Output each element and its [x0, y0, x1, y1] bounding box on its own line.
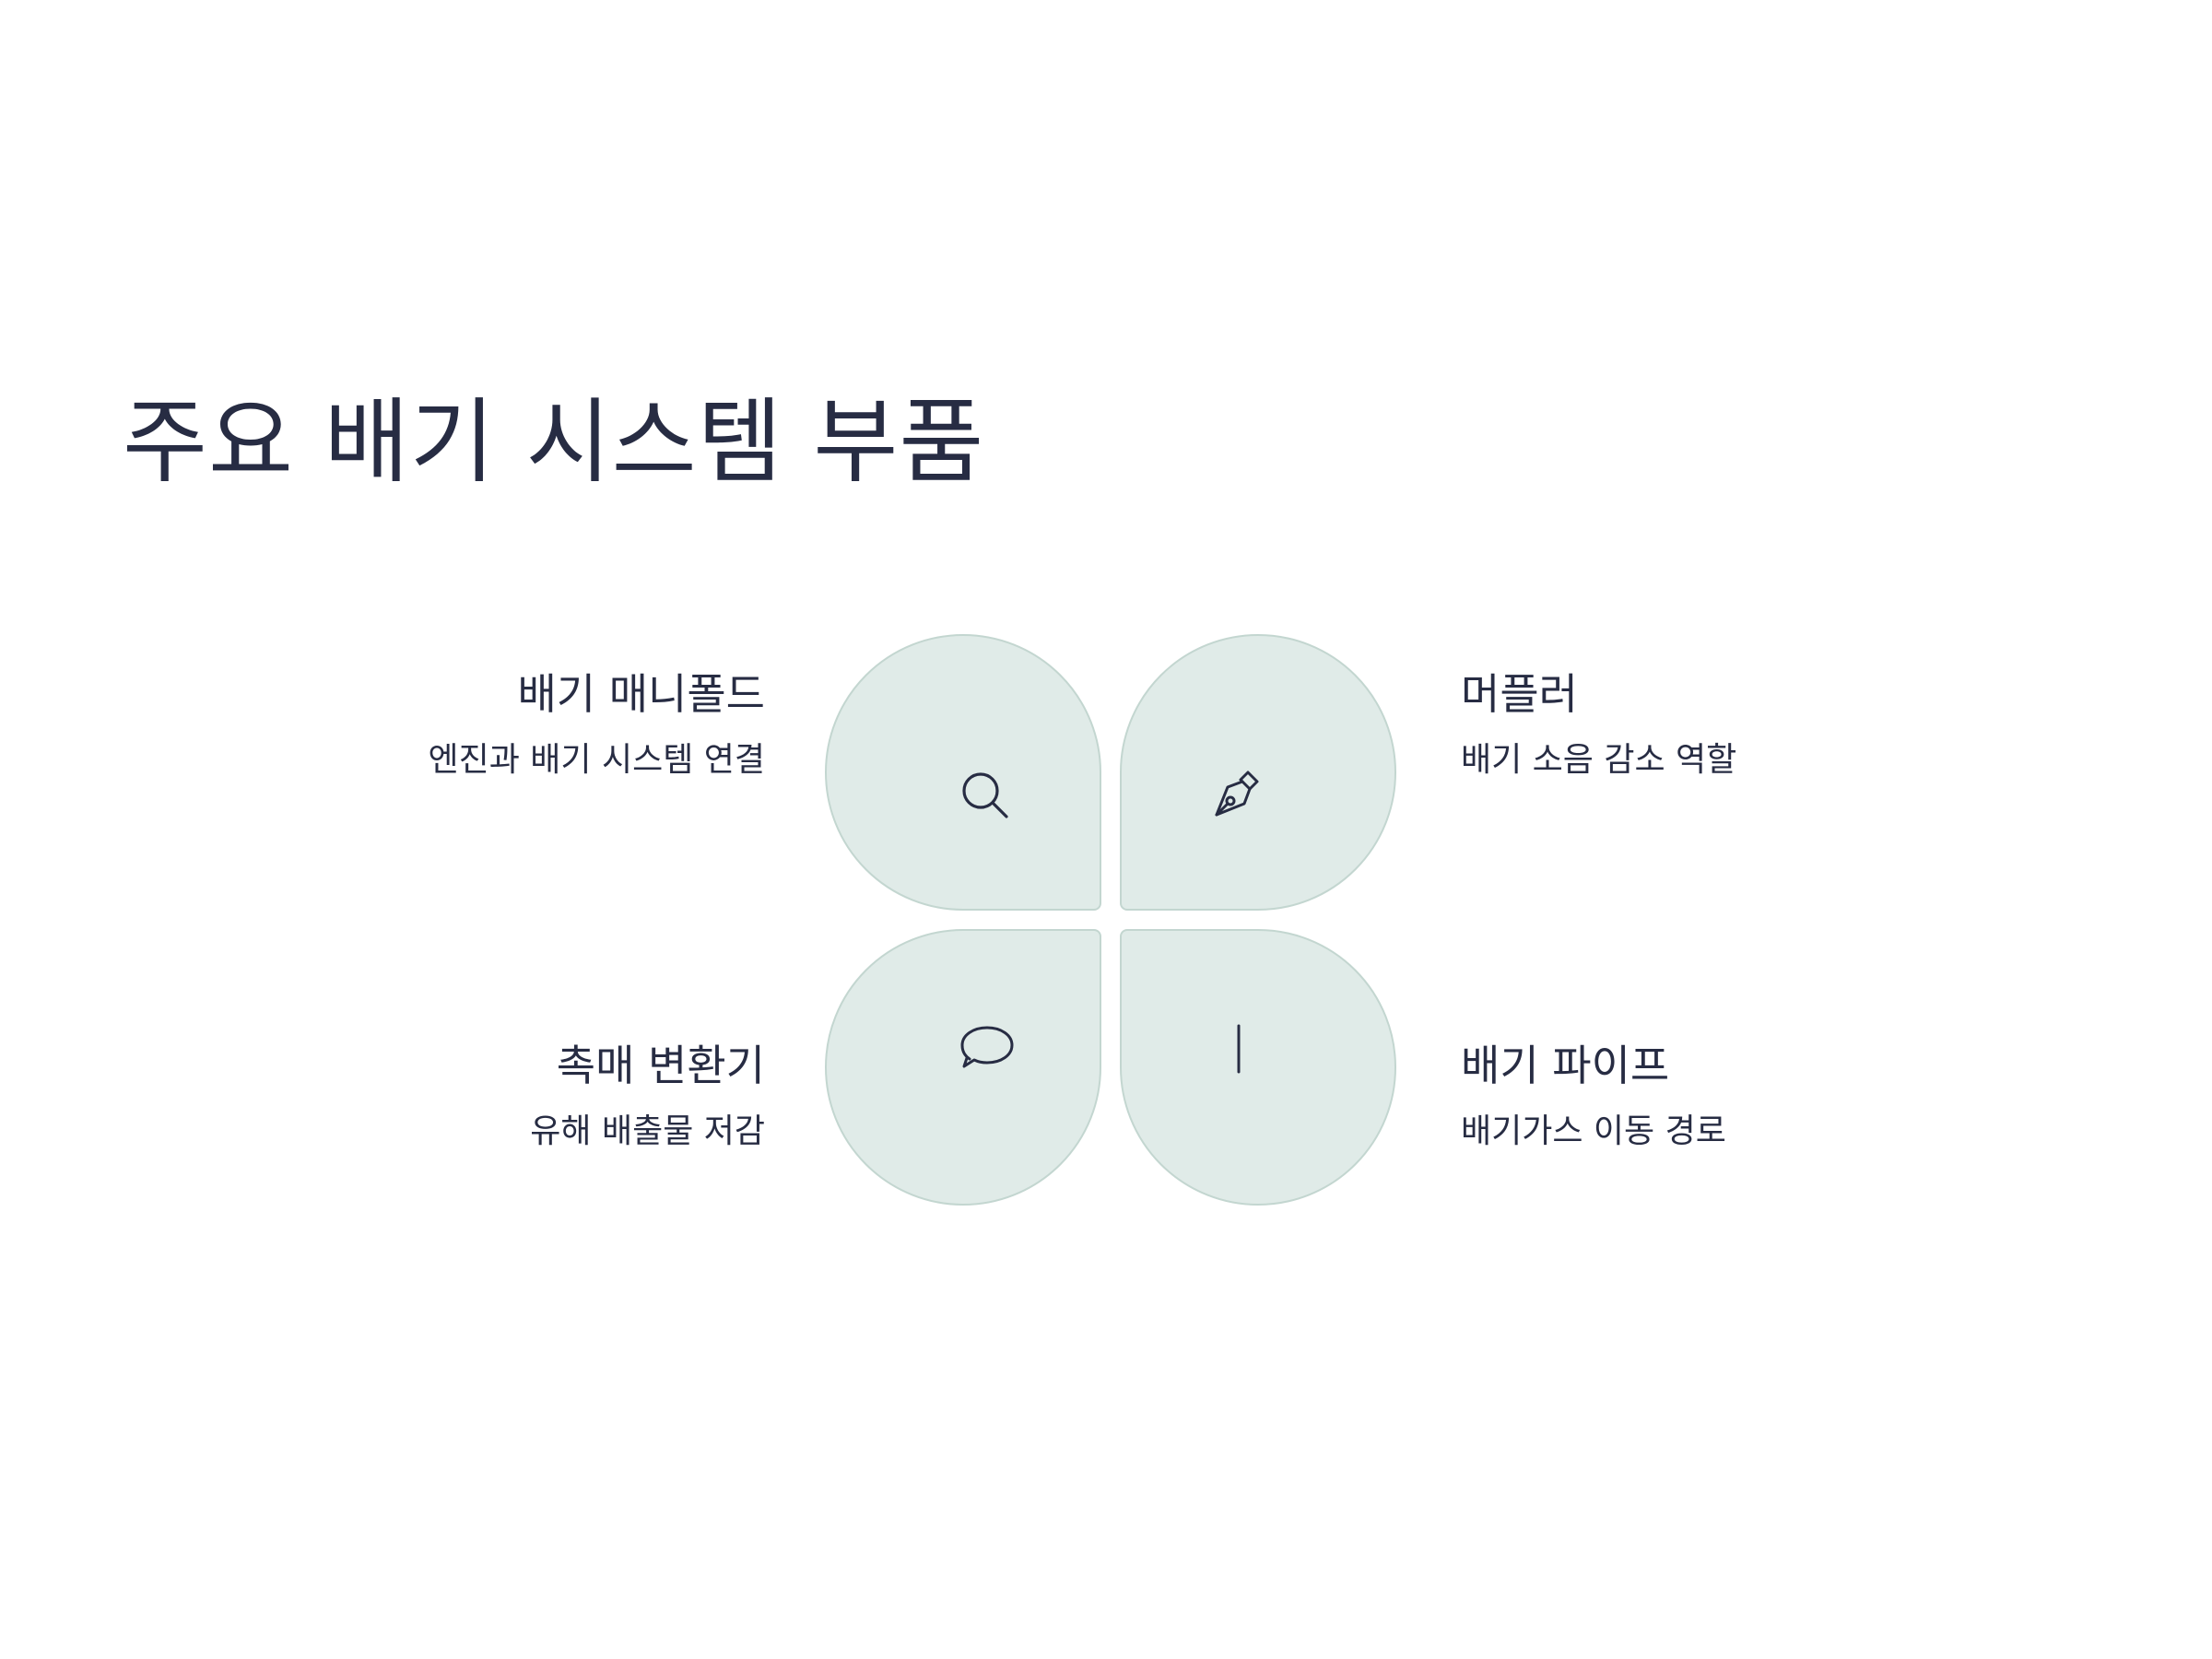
search-icon [957, 767, 1016, 826]
petal-top-right [1120, 634, 1396, 911]
item-exhaust-pipe: 배기 파이프 배기가스 이동 경로 [1461, 1041, 2161, 1150]
item-title: 머플러 [1461, 669, 1578, 719]
speech-bubble-icon [957, 1018, 1016, 1077]
item-description: 엔진과 배기 시스템 연결 [428, 740, 765, 779]
item-catalytic-converter: 촉매 변환기 유해 배출물 저감 [65, 1041, 765, 1150]
item-exhaust-manifold: 배기 매니폴드 엔진과 배기 시스템 연결 [65, 670, 765, 779]
item-description: 유해 배출물 저감 [530, 1112, 765, 1150]
pen-nib-icon [1207, 767, 1266, 826]
item-title: 촉매 변환기 [556, 1041, 765, 1090]
petal-top-left [825, 634, 1101, 911]
petal-bottom-right [1120, 929, 1396, 1206]
page-title: 주요 배기 시스템 부품 [123, 388, 985, 496]
item-description: 배기 소음 감소 역할 [1461, 740, 1737, 779]
item-description: 배기가스 이동 경로 [1461, 1112, 1726, 1150]
vertical-line-icon [1209, 1018, 1268, 1077]
item-title: 배기 파이프 [1461, 1041, 1670, 1090]
item-muffler: 머플러 배기 소음 감소 역할 [1461, 670, 2161, 779]
item-title: 배기 매니폴드 [517, 669, 765, 719]
